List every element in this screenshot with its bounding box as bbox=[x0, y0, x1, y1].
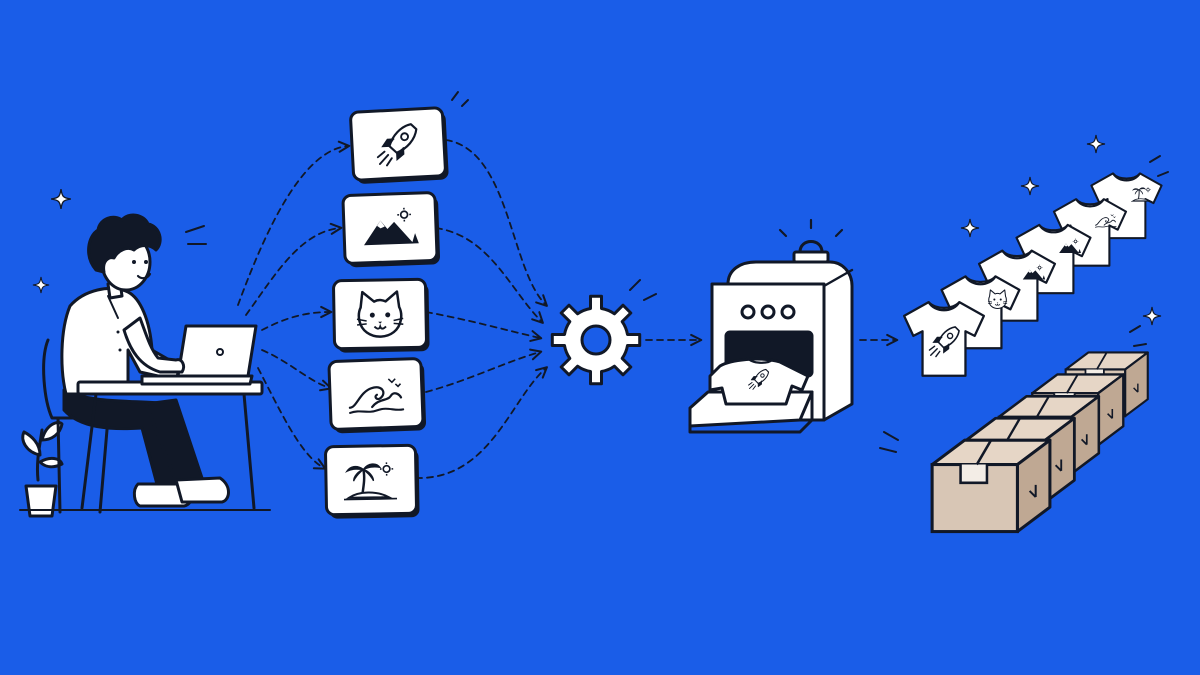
sparkle-icon bbox=[32, 276, 50, 294]
printed-tshirts bbox=[902, 172, 1163, 377]
heat-press-printer-icon bbox=[688, 218, 854, 434]
machine-button bbox=[740, 304, 756, 320]
shipping-box-icon bbox=[930, 438, 1052, 534]
designer-at-laptop bbox=[19, 213, 271, 518]
arrow-person-to-card-1 bbox=[237, 140, 351, 306]
design-cards bbox=[324, 106, 449, 519]
sparkle-icon bbox=[50, 188, 72, 210]
arrow-card-1-to-gear bbox=[445, 139, 548, 307]
motion-strokes bbox=[185, 91, 1169, 453]
chair-icon bbox=[42, 338, 112, 420]
arrow-person-to-card-2 bbox=[245, 222, 343, 316]
arrow-person-to-card-4 bbox=[261, 349, 333, 392]
design-card bbox=[327, 357, 427, 434]
arrow-person-to-card-5 bbox=[257, 367, 327, 470]
design-card bbox=[332, 277, 430, 353]
arrow-card-3-to-gear bbox=[425, 311, 543, 342]
arrow-card-2-to-gear bbox=[435, 227, 544, 324]
machine-button bbox=[760, 304, 776, 320]
shipping-boxes bbox=[930, 351, 1149, 534]
gear-icon bbox=[550, 294, 642, 386]
arrow-card-4-to-gear bbox=[425, 348, 543, 393]
sparkle-icon bbox=[960, 218, 980, 238]
sparkle-icon bbox=[1142, 306, 1162, 326]
machine-button bbox=[780, 304, 796, 320]
flow-arrows bbox=[237, 139, 899, 479]
design-card bbox=[324, 443, 420, 519]
arrow-card-5-to-gear bbox=[415, 366, 548, 479]
sparkle-icon bbox=[1086, 134, 1106, 154]
arrow-person-to-card-3 bbox=[261, 305, 333, 331]
sparkle-icon bbox=[1020, 176, 1040, 196]
design-card bbox=[349, 106, 449, 184]
potted-plant-icon bbox=[21, 421, 64, 518]
design-card bbox=[341, 191, 441, 268]
